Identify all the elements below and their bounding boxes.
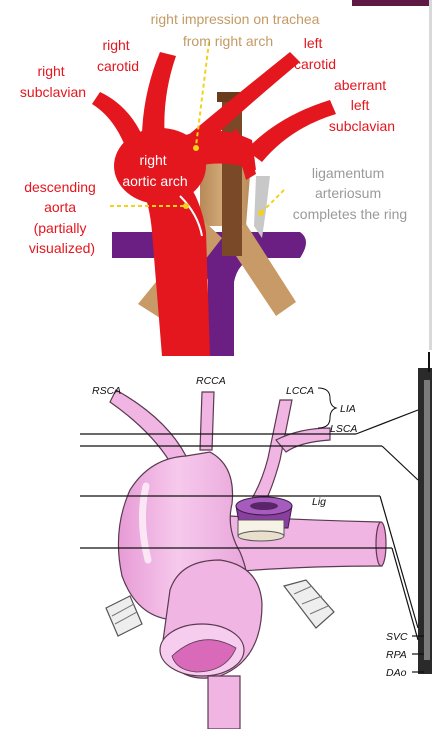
lia-brace xyxy=(317,387,338,429)
top-diagram: right impression on trachea from right a… xyxy=(20,0,432,356)
right-subclavian-line1: right xyxy=(37,63,64,79)
ligamentum-line3: completes the ring xyxy=(293,206,407,222)
left-carotid-line2: carotid xyxy=(294,56,336,72)
rsca-label: RSCA xyxy=(92,385,121,397)
impression-leader-dot xyxy=(193,145,199,151)
branch-vessels xyxy=(92,52,336,180)
lia-label: LIA xyxy=(340,403,356,415)
pulmonary-artery-right-end xyxy=(375,521,387,567)
rsca-vessel xyxy=(109,389,187,463)
pointer-lines xyxy=(80,387,424,673)
ligamentum-arteriosum xyxy=(254,176,270,238)
right-carotid-artery xyxy=(141,52,176,152)
pointer-line-lsca-edge xyxy=(355,409,419,435)
ligament-structure xyxy=(235,496,293,542)
rpa-label: RPA xyxy=(386,649,407,661)
rcca-vessel xyxy=(199,391,215,451)
svc-label: SVC xyxy=(386,631,408,643)
right-carotid-label: right carotid xyxy=(97,37,139,74)
right-carotid-line2: carotid xyxy=(97,58,139,74)
right-subclavian-line2: subclavian xyxy=(20,84,86,100)
right-impression-line1: right impression on trachea xyxy=(151,11,320,27)
pointer-line-dao-diagonal xyxy=(391,547,419,641)
right-carotid-line1: right xyxy=(102,37,129,53)
esophagus-top xyxy=(217,92,247,102)
ligamentum-label: ligamentum arteriosum completes the ring xyxy=(293,165,407,222)
left-carotid-artery xyxy=(180,52,300,152)
right-edge-image-strip-light xyxy=(424,380,430,660)
aberrant-left-subclavian-artery xyxy=(246,100,336,162)
ligamentum-line1: ligamentum xyxy=(312,165,384,181)
right-edge-line xyxy=(429,0,432,350)
dao-label: DAo xyxy=(386,667,407,679)
aberrant-left-subclavian-lower xyxy=(228,128,256,180)
right-bronchus-ring-3 xyxy=(309,605,329,615)
descending-aorta-tube xyxy=(207,675,241,729)
descending-line3: (partially xyxy=(34,220,87,236)
descending-line4: visualized) xyxy=(29,240,95,256)
rcca-label: RCCA xyxy=(196,375,226,387)
aberrant-left-subclavian-label: aberrant left subclavian xyxy=(329,77,395,134)
left-bronchus-ring-1 xyxy=(111,603,135,617)
right-subclavian-label: right subclavian xyxy=(20,63,86,100)
pointer-line-svc-diagonal xyxy=(381,445,419,481)
right-impression-label: right impression on trachea from right a… xyxy=(151,11,324,49)
ligamentum-line2: arteriosum xyxy=(315,185,381,201)
aorta-leader-dot xyxy=(183,203,189,209)
right-bronchus-ring-1 xyxy=(293,585,313,595)
aberrant-line2: left xyxy=(351,97,370,113)
impression-leader-line xyxy=(195,41,210,147)
right-bronchus-stump xyxy=(282,579,335,629)
lsca-label: LSCA xyxy=(330,423,357,435)
lig-label: Lig xyxy=(312,496,326,508)
left-bronchus-stump xyxy=(105,595,143,637)
right-aortic-arch-line1: right xyxy=(139,152,166,168)
descending-aorta xyxy=(140,180,210,356)
descending-line1: descending xyxy=(24,179,96,195)
top-labels: right impression on trachea from right a… xyxy=(20,11,407,256)
aberrant-line1: aberrant xyxy=(334,77,386,93)
left-bronchus-shape xyxy=(105,595,143,637)
right-impression-line2: from right arch xyxy=(183,33,273,49)
aorta-cut-inner xyxy=(171,639,237,673)
left-carotid-line1: left xyxy=(304,35,323,51)
ligament-collar-bottom xyxy=(237,530,285,542)
ligament-top-inner xyxy=(250,502,278,510)
top-right-edge-bar xyxy=(352,0,432,6)
left-bronchus-ring-2 xyxy=(114,611,138,625)
descending-line2: aorta xyxy=(44,199,76,215)
lcca-label: LCCA xyxy=(286,385,314,397)
descending-aorta-label: descending aorta (partially visualized) xyxy=(24,179,100,256)
left-carotid-label: left carotid xyxy=(294,35,336,72)
pointer-line-rpa-diagonal xyxy=(379,495,419,629)
lcca-vessel xyxy=(249,399,293,509)
right-aortic-arch-line2: aortic arch xyxy=(122,173,187,189)
bottom-labels: RSCA RCCA LCCA LIA LSCA Lig SVC RPA DAo xyxy=(92,375,408,679)
right-bronchus-shape xyxy=(282,579,335,629)
aberrant-line3: subclavian xyxy=(329,118,395,134)
aortic-arch-highlight xyxy=(138,482,152,564)
ligamentum-leader-line xyxy=(261,189,285,213)
right-bronchus-ring-2 xyxy=(301,595,323,605)
aorta-highlight-line xyxy=(179,195,203,237)
ligamentum-leader-dot xyxy=(258,210,264,216)
pulmonary-artery xyxy=(112,232,306,356)
right-subclavian-artery xyxy=(92,92,148,160)
right-aortic-arch-label: right aortic arch xyxy=(122,152,187,189)
bottom-diagram: RSCA RCCA LCCA LIA LSCA Lig SVC RPA DAo xyxy=(80,352,432,729)
